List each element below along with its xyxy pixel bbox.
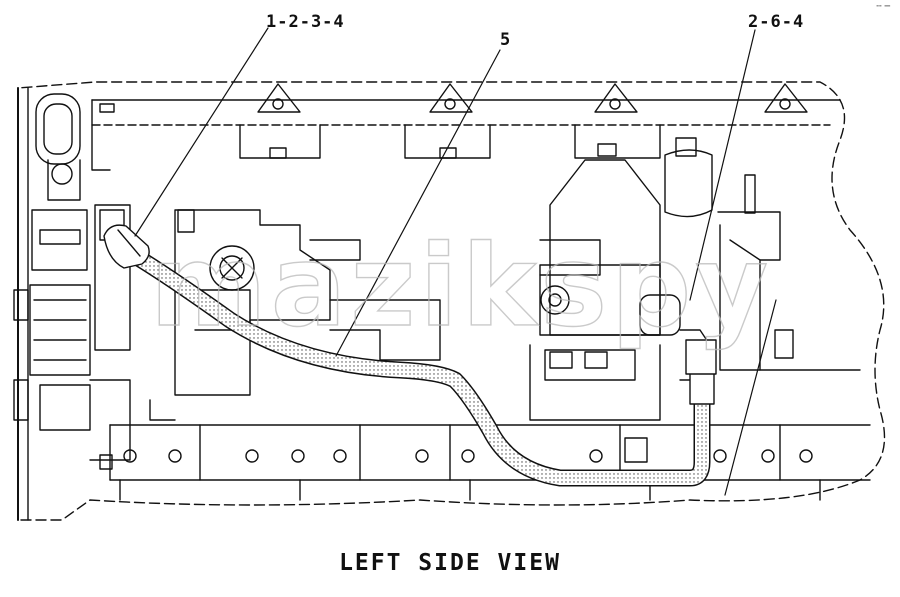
corner-mark: ╌ ─ [876, 2, 890, 12]
pump-housing [149, 209, 441, 421]
hose-assembly [103, 224, 717, 487]
breather-assembly [639, 137, 861, 381]
front-accessories [13, 93, 131, 470]
valve-cover [91, 83, 841, 171]
callout-1-2-3-4: 1-2-3-4 [266, 12, 345, 32]
view-caption: LEFT SIDE VIEW [339, 550, 561, 576]
leader-lines [134, 27, 777, 496]
callout-5: 5 [500, 30, 512, 50]
filter-housing [529, 159, 661, 421]
cylinder-block [109, 424, 871, 501]
callout-2-6-4: 2-6-4 [748, 12, 805, 32]
